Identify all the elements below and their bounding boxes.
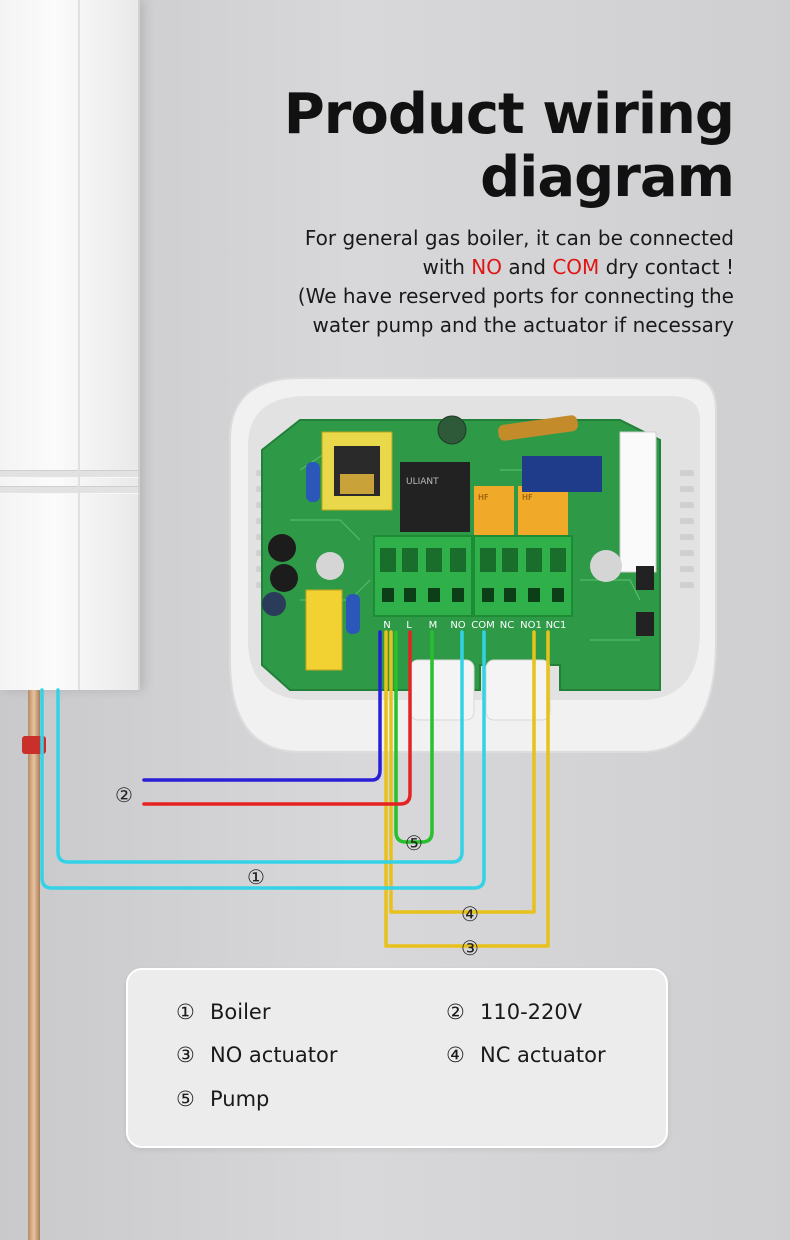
mount-hole <box>590 550 622 582</box>
capacitor <box>268 534 296 562</box>
wifi-module <box>522 456 602 492</box>
title-line-1: Product wiring <box>283 82 735 147</box>
subtitle-line-1: For general gas boiler, it can be connec… <box>304 226 734 250</box>
mount-hole <box>316 552 344 580</box>
copper-pipe <box>28 690 40 1240</box>
transformer-coil <box>340 474 374 494</box>
title-line-2: diagram <box>480 144 735 210</box>
subtitle-line-4: water pump and the actuator if necessary <box>312 313 734 337</box>
boiler-seam <box>0 470 138 478</box>
capacitor <box>437 415 467 445</box>
wire-label-5: ⑤ <box>405 831 423 855</box>
wire-no-actuator <box>384 630 550 948</box>
terminal-label-l: L <box>406 620 412 631</box>
capacitor-blue <box>346 594 360 634</box>
wire-nc-actuator <box>389 630 536 914</box>
small-relay-2 <box>518 486 568 536</box>
subtitle-com-highlight: COM <box>552 255 600 279</box>
wire-neutral <box>142 630 382 782</box>
terminal-label-nc: NC <box>500 620 514 631</box>
terminal-screws <box>380 548 566 572</box>
wire-label-4: ④ <box>461 902 479 926</box>
subtitle-line-2-pre: with <box>422 255 472 279</box>
wire-boiler-no <box>56 630 464 864</box>
capacitor <box>270 564 298 592</box>
capacitor <box>262 592 286 616</box>
relay-marking: ULIANT <box>406 477 439 487</box>
subtitle-line-3: (We have reserved ports for connecting t… <box>297 284 734 308</box>
film-capacitor <box>305 589 343 671</box>
cable-cutout <box>485 659 551 721</box>
push-button <box>636 612 654 636</box>
terminal-label-m: M <box>429 620 438 631</box>
wire-label-2: ② <box>115 783 133 807</box>
boiler-unit <box>0 0 140 690</box>
terminal-label-no: NO <box>450 620 465 631</box>
antenna-spring <box>498 415 578 441</box>
subtitle-line-2-mid: and <box>502 255 553 279</box>
relay-2-marking: HF <box>522 493 533 502</box>
cable-cutout <box>409 659 475 721</box>
page-title: Product wiring diagram <box>283 82 735 210</box>
relay-1-marking: HF <box>478 493 489 502</box>
wire-label-3: ③ <box>461 936 479 960</box>
terminal-label-n: N <box>383 620 390 631</box>
terminal-label-com: COM <box>471 620 494 631</box>
terminal-label-no1: NO1 <box>520 620 542 631</box>
boiler-seam <box>0 486 138 494</box>
boiler-panel-line <box>78 0 80 690</box>
wire-boiler-com <box>40 630 486 890</box>
wire-live <box>142 630 412 806</box>
main-relay <box>400 462 470 532</box>
terminal-openings <box>382 588 564 602</box>
terminal-label-nc1: NC1 <box>546 620 567 631</box>
gas-valve <box>22 736 46 754</box>
subtitle-no-highlight: NO <box>471 255 502 279</box>
subtitle: For general gas boiler, it can be connec… <box>298 224 734 340</box>
wire-label-1: ① <box>247 865 265 889</box>
subtitle-line-2-post: dry contact ! <box>599 255 734 279</box>
push-button <box>636 566 654 590</box>
capacitor-blue <box>306 462 320 502</box>
terminal-labels: N L M NO COM NC NO1 NC1 <box>383 620 566 631</box>
small-relay-1 <box>474 486 514 536</box>
wire-pump <box>394 630 434 844</box>
ribbon-connector <box>619 431 657 573</box>
wires <box>40 630 550 948</box>
